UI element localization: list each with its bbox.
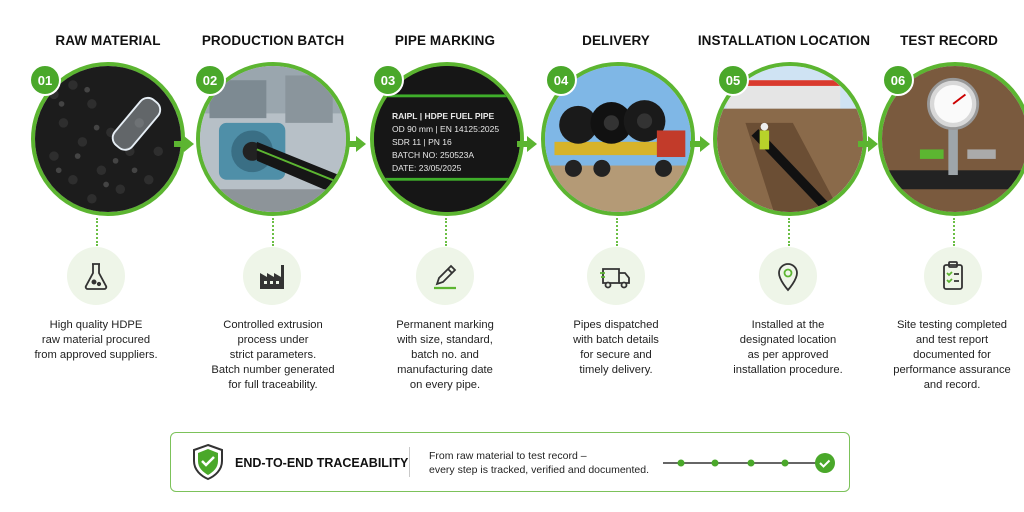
arrow-right-icon bbox=[858, 135, 878, 153]
progress-track bbox=[663, 453, 835, 473]
truck-icon bbox=[587, 247, 645, 305]
step-title: DELIVERY bbox=[582, 33, 650, 48]
connector-dotted-line bbox=[272, 218, 274, 246]
step-title: TEST RECORD bbox=[900, 33, 998, 48]
step-title: PIPE MARKING bbox=[394, 33, 496, 48]
step-delivery: DELIVERY 04 Pipes dispatched with batch … bbox=[531, 0, 701, 420]
connector-dotted-line bbox=[788, 218, 790, 246]
step-number-badge: 06 bbox=[882, 64, 914, 96]
arrow-right-icon bbox=[690, 135, 710, 153]
arrow-right-icon bbox=[517, 135, 537, 153]
installation-trench-photo bbox=[713, 62, 867, 216]
connector-dotted-line bbox=[616, 218, 618, 246]
arrow-right-icon bbox=[174, 135, 194, 153]
progress-dot bbox=[747, 459, 755, 467]
connector-dotted-line bbox=[953, 218, 955, 246]
progress-dot bbox=[677, 459, 685, 467]
step-description: Installed at the designated location as … bbox=[733, 319, 843, 376]
step-description: Permanent marking with size, standard, b… bbox=[396, 319, 494, 391]
step-description: High quality HDPE raw material procured … bbox=[34, 319, 158, 361]
traceability-text: From raw material to test record – every… bbox=[429, 450, 650, 476]
step-description: Site testing completed and test report d… bbox=[893, 319, 1011, 391]
progress-dot bbox=[711, 459, 719, 467]
clipboard-checklist-icon bbox=[924, 247, 982, 305]
shield-check-icon bbox=[193, 443, 223, 481]
step-test-record: TEST RECORD 06 Site testing completed an… bbox=[854, 0, 1024, 420]
step-title: PRODUCTION BATCH bbox=[201, 33, 345, 48]
step-description: Controlled extrusion process under stric… bbox=[211, 319, 335, 391]
step-title: RAW MATERIAL bbox=[55, 33, 161, 48]
step-production-batch: PRODUCTION BATCH 02 Controlled extrusion… bbox=[188, 0, 358, 420]
traceability-banner: END-TO-END TRACEABILITY From raw materia… bbox=[170, 432, 850, 492]
arrow-right-icon bbox=[346, 135, 366, 153]
pen-icon bbox=[416, 247, 474, 305]
pressure-gauge-photo bbox=[878, 62, 1024, 216]
flask-icon bbox=[67, 247, 125, 305]
connector-dotted-line bbox=[445, 218, 447, 246]
step-number-badge: 04 bbox=[545, 64, 577, 96]
location-pin-icon bbox=[759, 247, 817, 305]
step-raw-material: RAW MATERIAL 01 High quality HDPE raw ma… bbox=[23, 0, 193, 420]
connector-dotted-line bbox=[96, 218, 98, 246]
step-number-badge: 03 bbox=[372, 64, 404, 96]
raw-material-photo bbox=[31, 62, 185, 216]
step-pipe-marking: PIPE MARKING RAIPL | HDPE FUEL PIPE OD 9… bbox=[360, 0, 530, 420]
step-title: INSTALLATION LOCATION bbox=[697, 33, 871, 48]
pipe-marking-text: RAIPL | HDPE FUEL PIPE OD 90 mm | EN 141… bbox=[392, 111, 500, 173]
check-circle-icon bbox=[815, 453, 835, 473]
step-number-badge: 05 bbox=[717, 64, 749, 96]
factory-icon bbox=[243, 247, 301, 305]
divider bbox=[409, 447, 410, 477]
step-number-badge: 01 bbox=[29, 64, 61, 96]
step-number-badge: 02 bbox=[194, 64, 226, 96]
step-installation-location: INSTALLATION LOCATION 05 Installed at th… bbox=[698, 0, 870, 420]
step-description: Pipes dispatched with batch details for … bbox=[573, 319, 659, 376]
traceability-title: END-TO-END TRACEABILITY bbox=[235, 456, 409, 470]
progress-dot bbox=[781, 459, 789, 467]
